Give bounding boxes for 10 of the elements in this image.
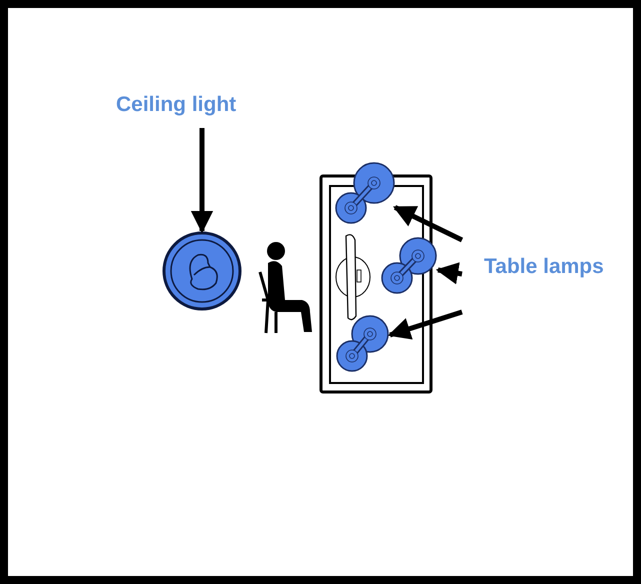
arrow xyxy=(392,205,464,242)
arrow xyxy=(436,262,462,284)
table-lamp-icon xyxy=(336,315,390,372)
callout-label: Table lamps xyxy=(484,255,605,279)
ceiling-light-icon xyxy=(162,231,242,311)
arrow xyxy=(190,128,214,234)
callout-label: Ceiling light xyxy=(116,93,238,117)
arrow xyxy=(388,310,463,340)
table-lamp-icon xyxy=(335,162,395,224)
table-lamp-icon xyxy=(381,237,438,294)
